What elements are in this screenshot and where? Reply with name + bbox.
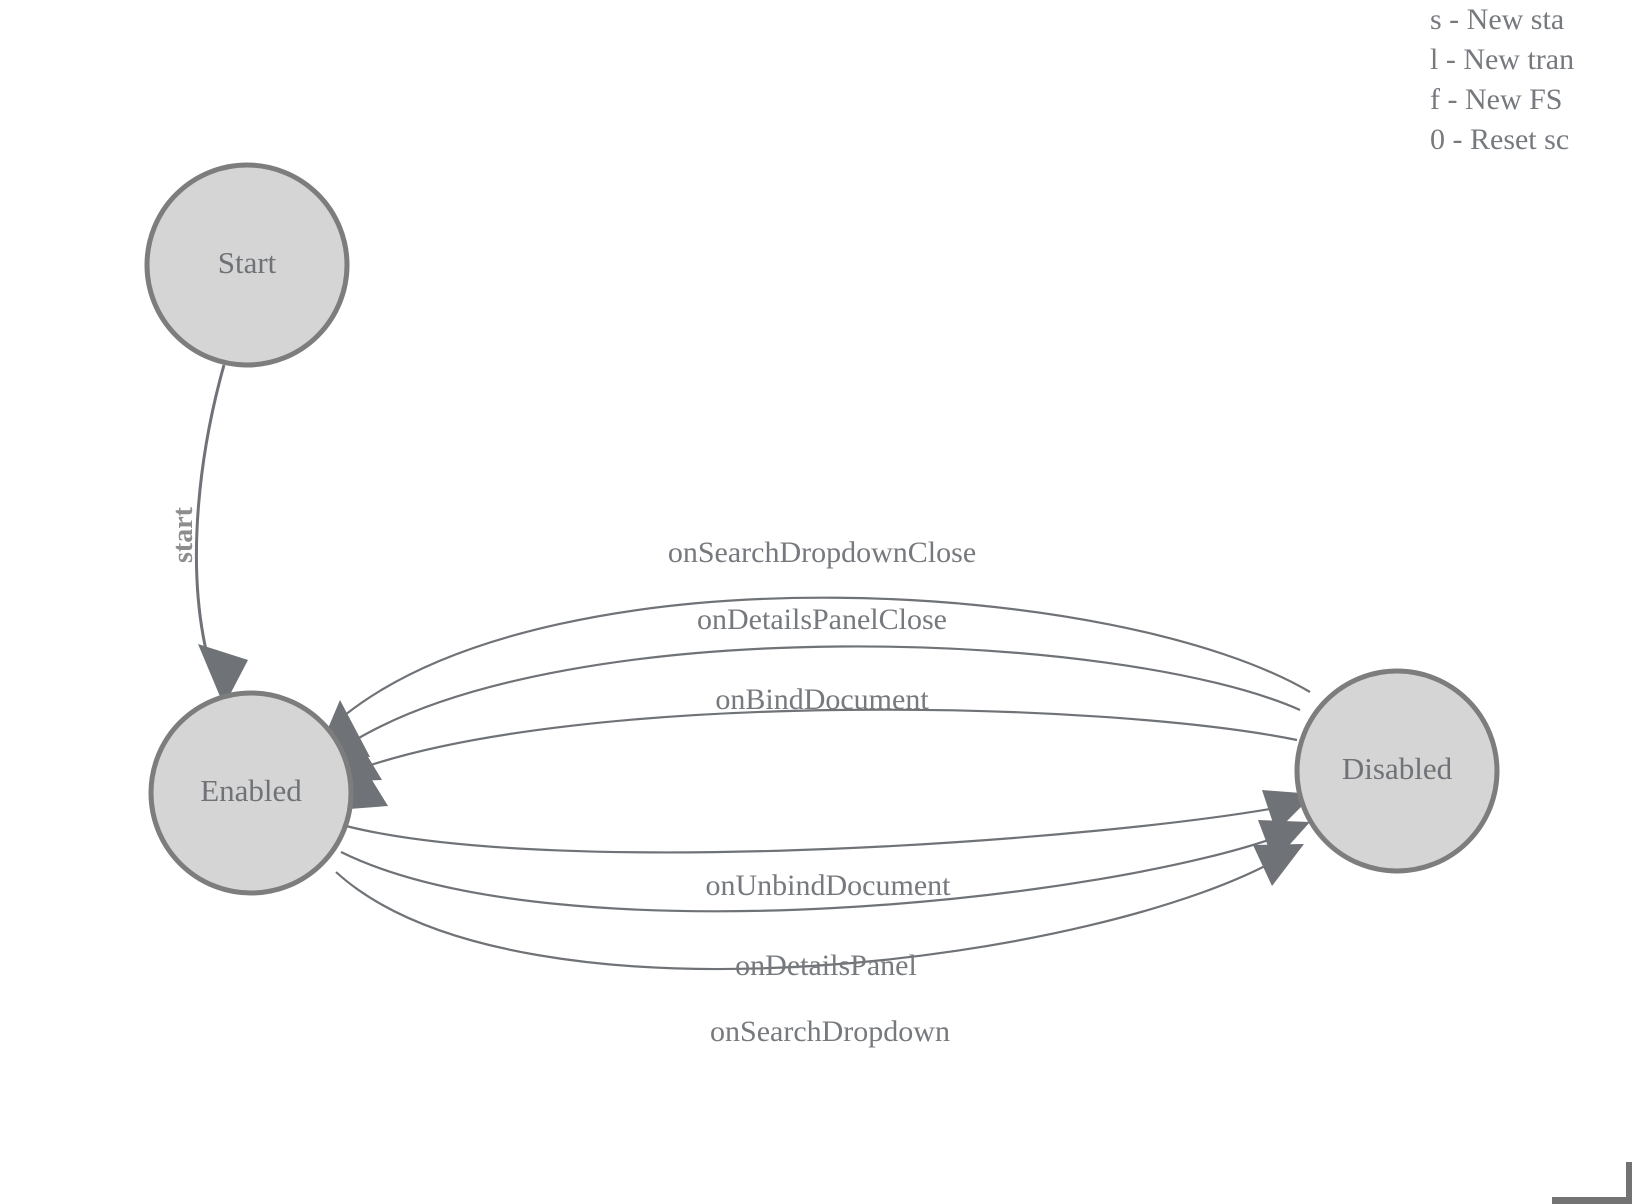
transition-label-on-details-panel: onDetailsPanel — [735, 949, 917, 982]
help-line-new-transition: l - New tran — [1430, 43, 1575, 76]
state-node-start-label: Start — [218, 245, 277, 280]
transition-start[interactable] — [194, 364, 248, 706]
help-line-reset-scale: 0 - Reset sc — [1430, 123, 1570, 156]
state-node-enabled-shape[interactable] — [148, 690, 354, 896]
transition-label-on-details-panel-close: onDetailsPanelClose — [697, 603, 947, 636]
state-node-enabled-label: Enabled — [200, 773, 302, 808]
state-node-disabled[interactable]: Disabled — [1294, 668, 1500, 874]
help-shortcuts-overlay: s - New sta l - New tran f - New FS 0 - … — [1430, 0, 1632, 160]
help-line-new-state: s - New sta — [1430, 3, 1565, 36]
state-node-start-shape[interactable] — [144, 162, 350, 368]
transition-on-bind-document[interactable] — [336, 708, 1298, 810]
transition-on-details-panel-close-path[interactable] — [351, 645, 1301, 743]
transition-on-unbind-document-path[interactable] — [345, 803, 1293, 854]
transition-on-search-dropdown-path[interactable] — [335, 854, 1286, 971]
state-node-start[interactable]: Start — [144, 162, 350, 368]
transition-on-unbind-document[interactable] — [345, 790, 1314, 854]
transition-start-path[interactable] — [194, 364, 226, 651]
transition-on-search-dropdown-close-path[interactable] — [344, 596, 1311, 716]
transition-label-on-bind-document: onBindDocument — [715, 683, 929, 716]
transition-label-on-unbind-document: onUnbindDocument — [706, 869, 952, 902]
transition-on-details-panel-path[interactable] — [340, 831, 1289, 913]
transition-label-on-search-dropdown-close: onSearchDropdownClose — [668, 536, 976, 569]
transition-label-on-search-dropdown: onSearchDropdown — [710, 1015, 950, 1048]
transition-on-bind-document-path[interactable] — [355, 708, 1298, 772]
state-node-disabled-label: Disabled — [1342, 751, 1453, 786]
help-line-new-fsm: f - New FS — [1430, 83, 1563, 116]
transition-on-search-dropdown[interactable] — [335, 844, 1304, 971]
state-node-enabled[interactable]: Enabled — [148, 690, 354, 896]
transition-start-arrowhead — [198, 644, 248, 706]
transition-label-start: start — [168, 506, 199, 563]
state-node-disabled-shape[interactable] — [1294, 668, 1500, 874]
transition-on-search-dropdown-arrowhead — [1253, 844, 1304, 886]
